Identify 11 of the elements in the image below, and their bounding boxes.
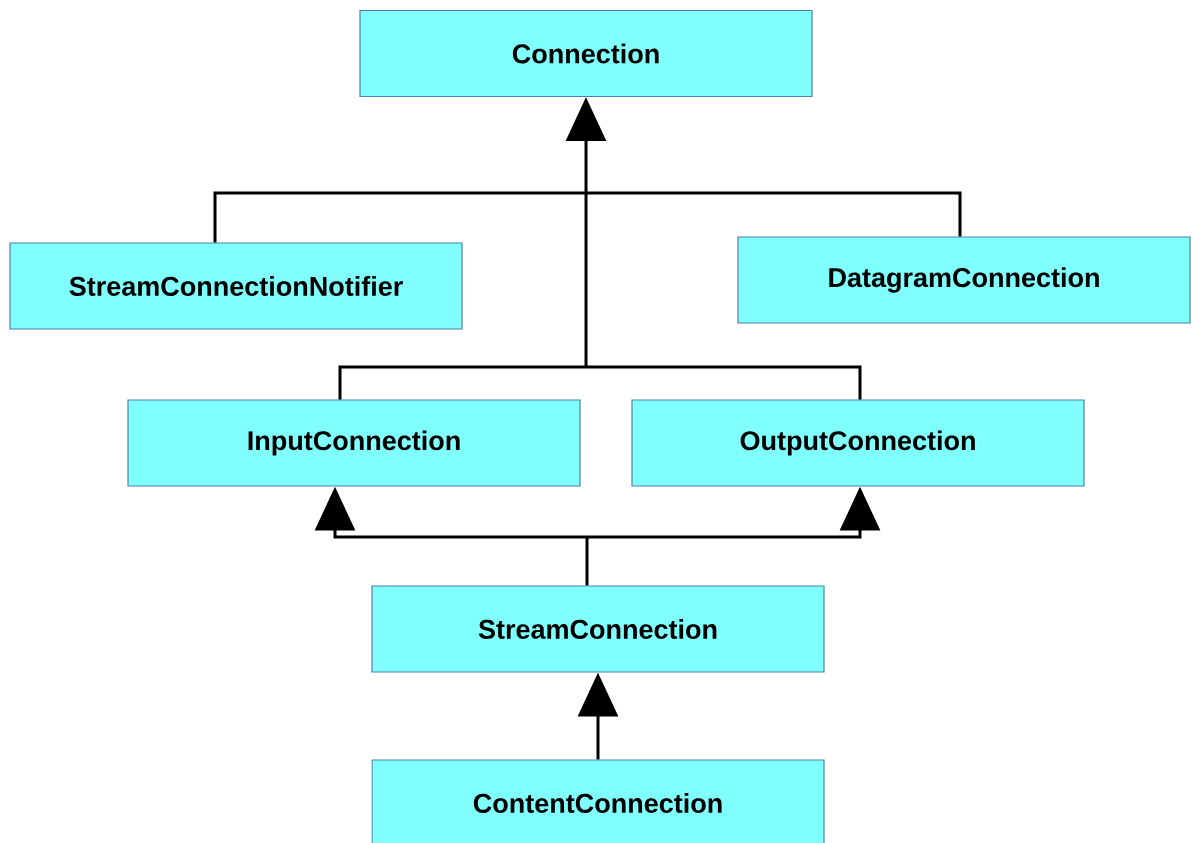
class-box: ContentConnection [371, 759, 825, 843]
connector-line [584, 192, 588, 367]
class-box: DatagramConnection [737, 236, 1191, 324]
class-box: StreamConnectionNotifier [9, 242, 463, 330]
class-box: Connection [359, 9, 813, 98]
connector-line [338, 365, 862, 400]
class-box: StreamConnection [371, 585, 825, 673]
class-box: OutputConnection [631, 399, 1085, 487]
connector-line [585, 537, 589, 586]
connector-line [213, 191, 962, 243]
class-box: InputConnection [127, 399, 581, 487]
